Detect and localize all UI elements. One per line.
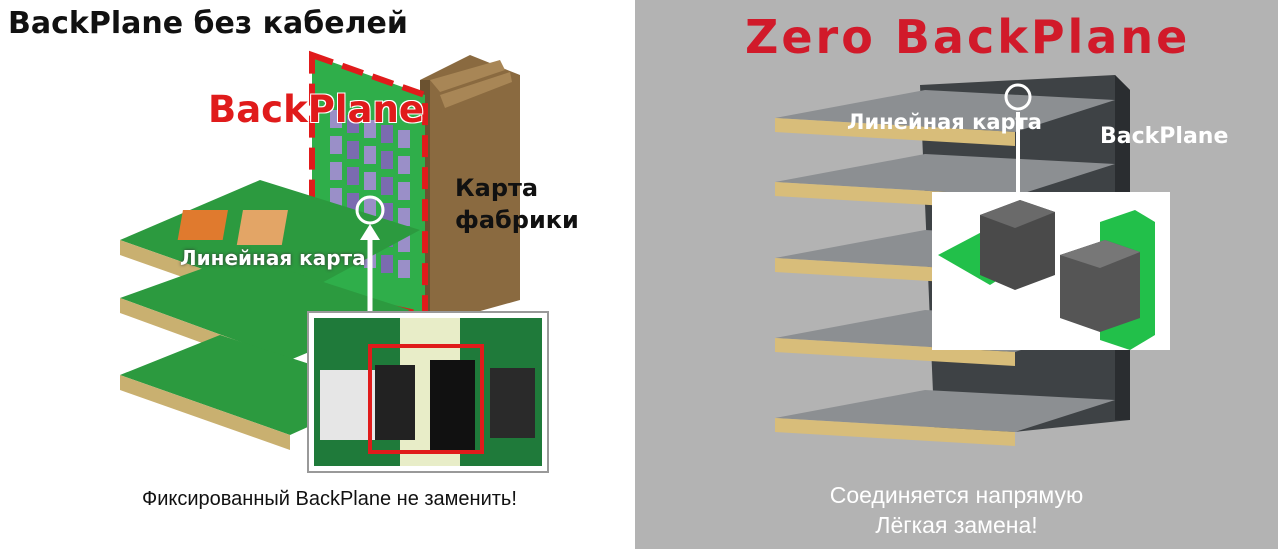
backplane-label: BackPlane [1100, 124, 1229, 149]
backplane-connector [364, 120, 376, 138]
right-caption-line2: Лёгкая замена! [875, 512, 1038, 538]
backplane-connector [398, 156, 410, 174]
fabric-card-label-line1: Карта [455, 174, 539, 202]
backplane-connector [398, 208, 410, 226]
left-title: BackPlane без кабелей [8, 6, 408, 41]
backplane-connector [364, 172, 376, 190]
line-card-label: Линейная карта [180, 246, 366, 270]
connection-highlight-circle [1004, 83, 1032, 111]
backplane-connector [330, 162, 342, 180]
backplane-connector [347, 167, 359, 185]
backplane-connector [381, 125, 393, 143]
backplane-connector [330, 110, 342, 128]
right-illustration [775, 75, 1170, 446]
backplane-connector [347, 141, 359, 159]
backplane-label: BackPlane [208, 88, 424, 131]
line-card [775, 390, 1115, 446]
backplane-connector [398, 260, 410, 278]
connector-photo-inset [307, 311, 549, 473]
backplane-connector [381, 177, 393, 195]
pointer-arrow-head [360, 224, 380, 240]
backplane-connector [398, 182, 410, 200]
fabric-card-label-line2: фабрики [455, 206, 579, 234]
right-panel: Zero BackPlane Линейная карта BackPlane … [635, 0, 1278, 549]
backplane-connector [398, 130, 410, 148]
fabric-card-label: Карта фабрики [455, 172, 579, 236]
backplane-connector [381, 151, 393, 169]
backplane-connector [381, 255, 393, 273]
backplane-connector [330, 188, 342, 206]
right-caption-line1: Соединяется напрямую [829, 482, 1084, 508]
line-card-label: Линейная карта [847, 110, 1042, 134]
connector-inset [932, 192, 1170, 350]
backplane-connector [347, 115, 359, 133]
connection-highlight-circle [355, 195, 385, 225]
right-title: Zero BackPlane [745, 10, 1191, 64]
backplane-connector [364, 146, 376, 164]
backplane-connector [364, 198, 376, 216]
left-illustration [120, 50, 549, 473]
backplane-connector [330, 136, 342, 154]
left-caption: Фиксированный BackPlane не заменить! [142, 488, 517, 510]
connector-highlight-box [368, 344, 484, 454]
left-panel: BackPlane без кабелей BackPlane Карта фа… [0, 0, 635, 549]
